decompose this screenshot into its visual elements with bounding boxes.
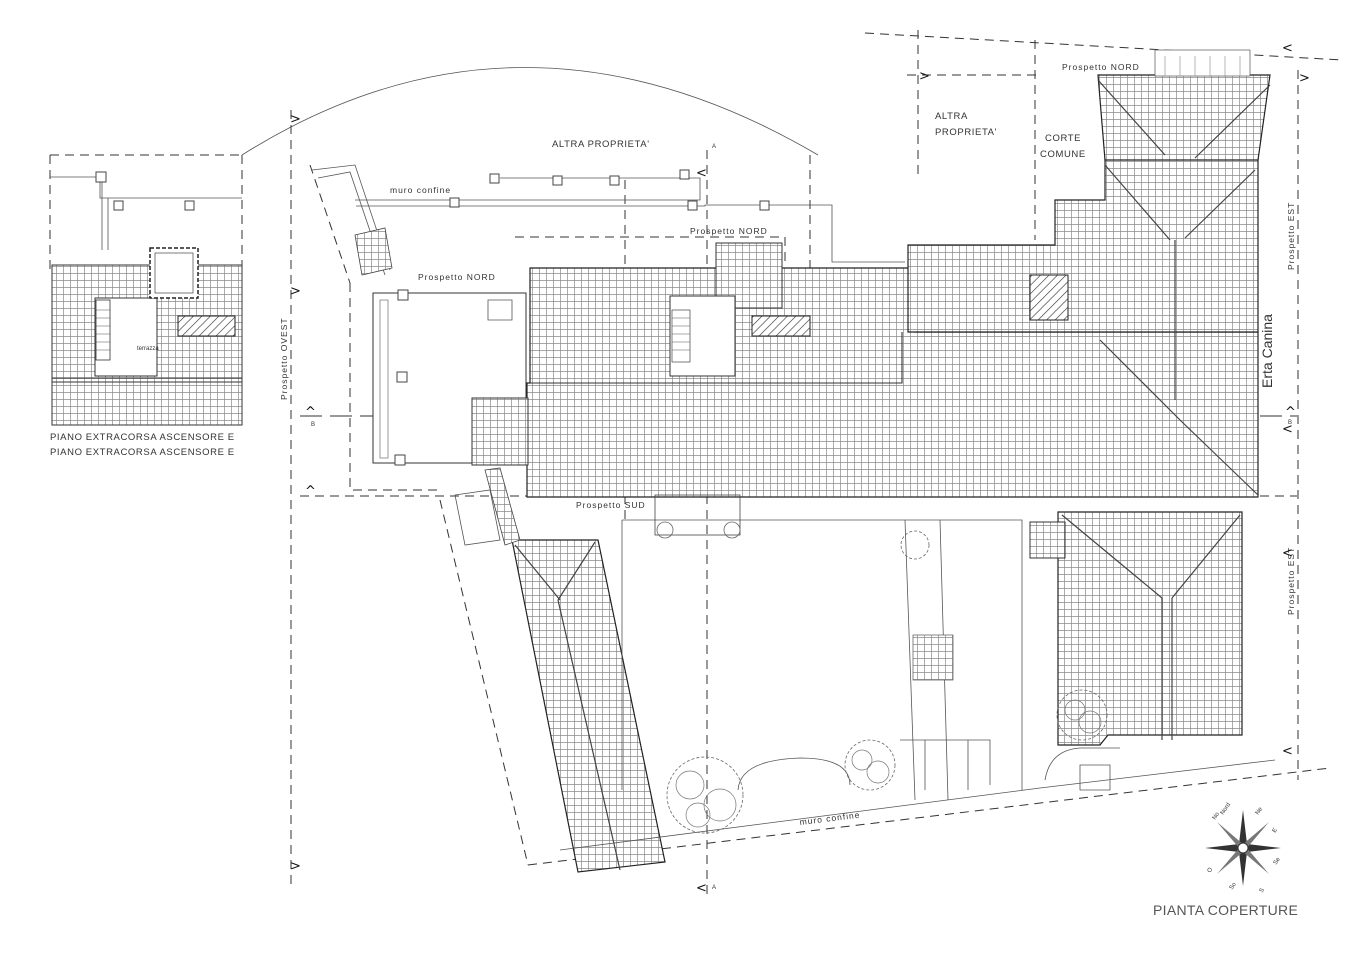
compass-nord: Nord — [1220, 802, 1232, 816]
svg-text:>: > — [290, 284, 301, 299]
svg-text:>: > — [1299, 71, 1310, 86]
southeast-wing-roof — [1029, 511, 1243, 746]
svg-text:^: ^ — [305, 484, 316, 499]
svg-text:^: ^ — [1285, 405, 1296, 420]
compass-o: O — [1207, 867, 1215, 875]
compass-no: No — [1212, 811, 1222, 821]
altra-proprieta-label: ALTRA PROPRIETA' — [552, 139, 650, 150]
compass-s: S — [1259, 887, 1266, 894]
svg-text:<: < — [696, 166, 707, 181]
svg-text:<: < — [1282, 41, 1293, 56]
svg-text:>: > — [290, 112, 301, 127]
north-boundary-wall: muro confine — [311, 164, 905, 276]
corte-comune-label-a: CORTE — [1045, 133, 1081, 144]
tree-east — [1056, 689, 1108, 741]
drawing-title: PIANTA COPERTURE — [1153, 902, 1298, 918]
skylight-northeast — [1029, 274, 1069, 321]
piano-extracorsa-label-2: PIANO EXTRACORSA ASCENSORE E — [50, 447, 235, 458]
tree-center — [844, 739, 896, 791]
terrazza-label: terrazza — [137, 346, 159, 352]
prospetto-sud-label: Prospetto SUD — [576, 500, 646, 510]
tree-southwest — [666, 756, 744, 834]
erta-canina-label: Erta Canina — [1259, 314, 1275, 388]
prospetto-nord-label-1: Prospetto NORD — [418, 272, 496, 282]
section-a-bottom: A — [712, 885, 716, 891]
northeast-wing-roof — [907, 154, 1259, 333]
svg-text:^: ^ — [305, 405, 316, 420]
altra-proprieta-2-label-a: ALTRA — [935, 111, 968, 122]
svg-text:<: < — [1282, 422, 1293, 437]
main-building-roof — [372, 49, 1271, 498]
elevation-labels: Prospetto NORD Prospetto NORD Prospetto … — [279, 62, 1296, 615]
altra-proprieta-2-label-b: PROPRIETA' — [935, 127, 997, 138]
section-b-left: B — [311, 422, 315, 428]
piano-extracorsa-label-1: PIANO EXTRACORSA ASCENSORE E — [50, 432, 235, 443]
prospetto-est-label-1: Prospetto EST — [1286, 202, 1296, 270]
inset-stair — [95, 299, 111, 361]
compass-so: So — [1229, 881, 1239, 891]
section-b-right: B — [1288, 420, 1292, 426]
inset-lift-shaft — [149, 247, 199, 299]
shrub-center — [656, 521, 930, 560]
garden: muro confine — [559, 494, 1276, 851]
svg-text:<: < — [696, 881, 707, 896]
svg-text:>: > — [290, 859, 301, 874]
inset-extracorsa: terrazza PIANO EXTRACORSA ASCENSORE E PI… — [49, 154, 243, 458]
compass-e: E — [1272, 827, 1279, 834]
prospetto-nord-label-2: Prospetto NORD — [690, 226, 768, 236]
inset-skylight — [177, 315, 236, 337]
southwest-wing-roof — [454, 467, 666, 873]
compass-ne: Ne — [1255, 806, 1265, 816]
muro-confine-south-label: muro confine — [799, 810, 861, 827]
compass-rose: No Nord Ne E Se S So O — [1205, 802, 1282, 894]
section-markers: > > > < < > > < < < < ^ ^ ^ B B A A — [290, 41, 1310, 896]
corte-comune-label-b: COMUNE — [1040, 149, 1086, 160]
compass-se: Se — [1273, 856, 1283, 866]
muro-confine-north-label: muro confine — [390, 185, 451, 195]
prospetto-nord-label-3: Prospetto NORD — [1062, 62, 1140, 72]
prospetto-est-label-2: Prospetto EST — [1286, 547, 1296, 615]
svg-text:<: < — [1282, 546, 1293, 561]
svg-text:>: > — [919, 69, 930, 84]
skylight-central — [751, 315, 811, 337]
section-a-top: A — [712, 144, 716, 150]
svg-text:<: < — [1282, 744, 1293, 759]
prospetto-ovest-label: Prospetto OVEST — [279, 317, 289, 400]
